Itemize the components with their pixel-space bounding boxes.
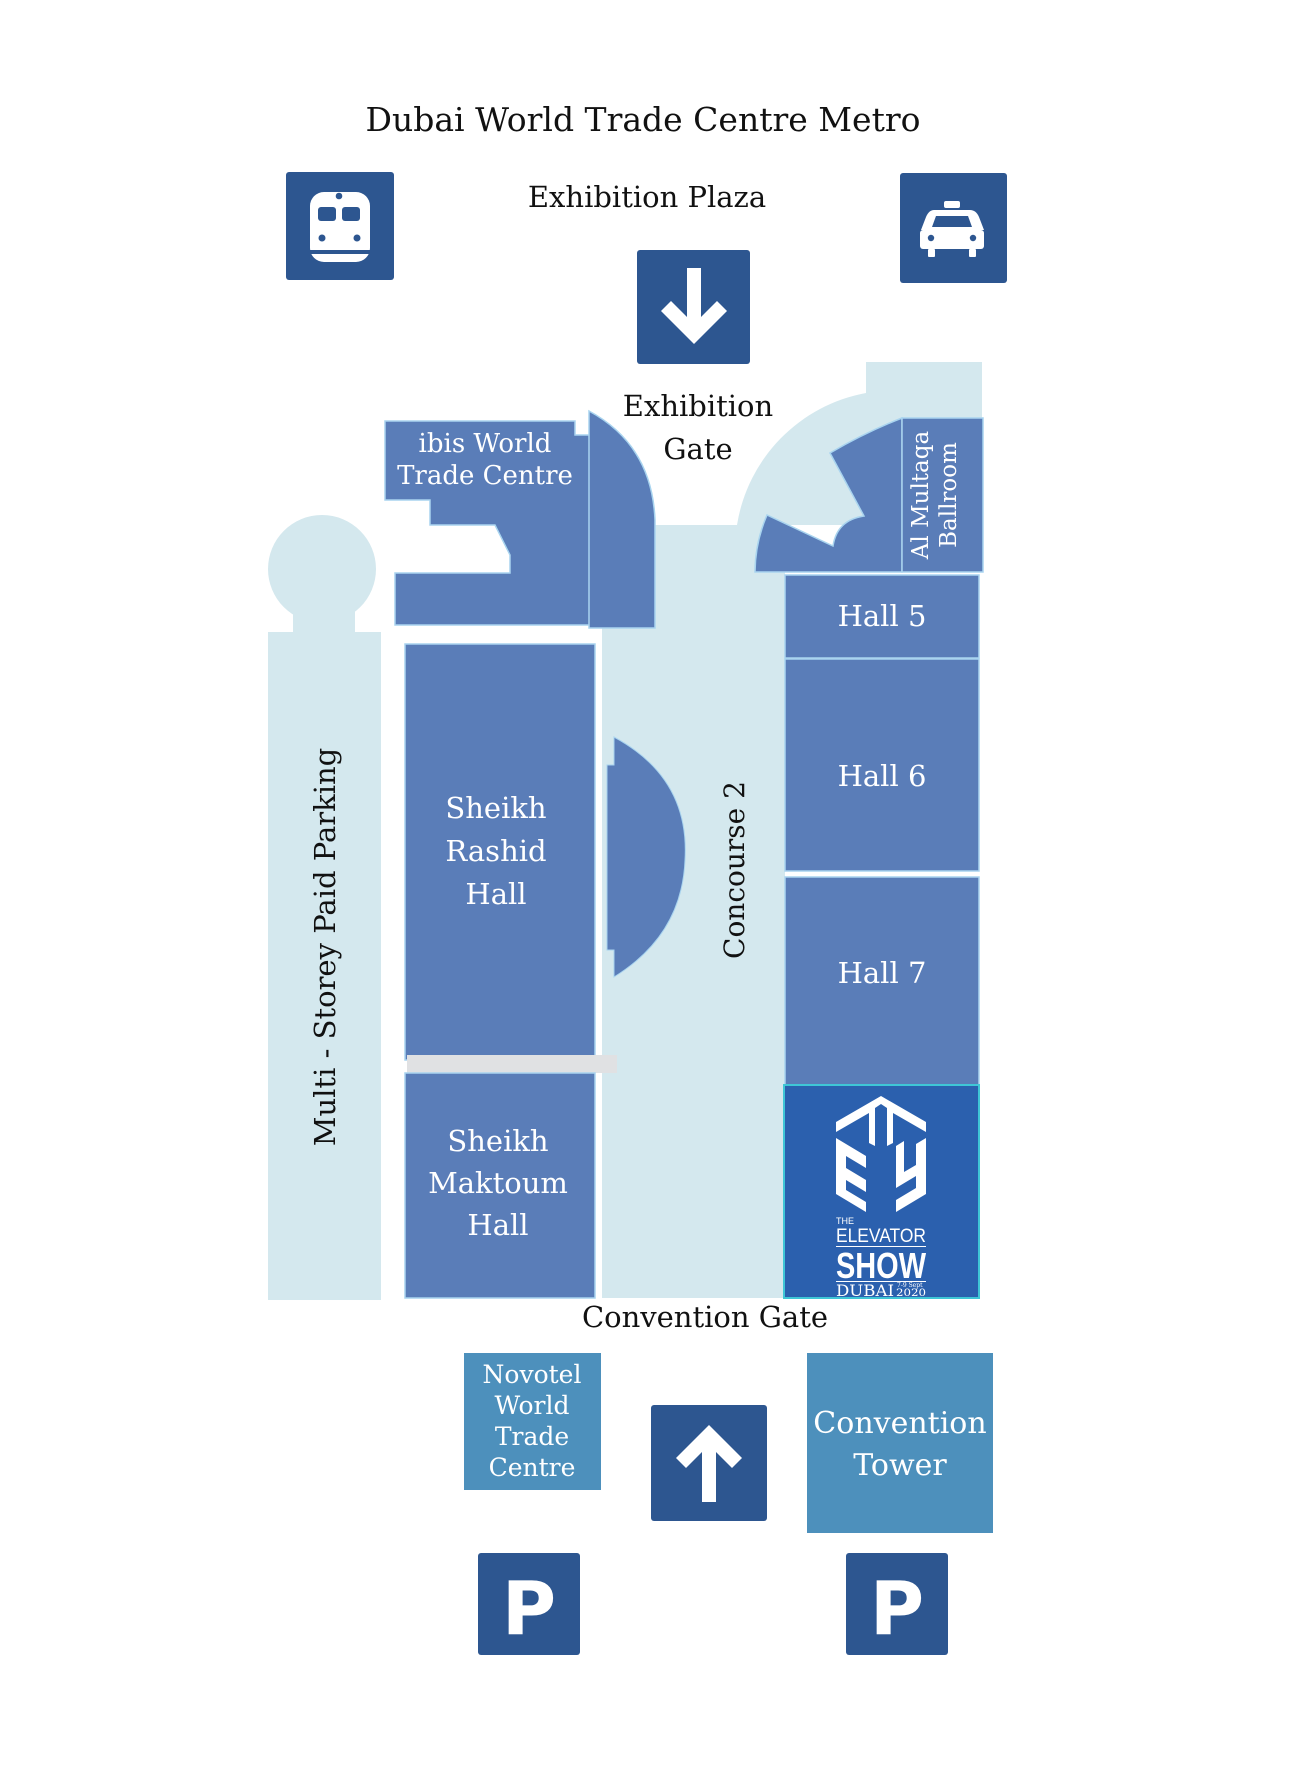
hall-7-label: Hall 7	[838, 956, 927, 990]
novotel-label-line1: Novotel	[483, 1360, 582, 1389]
hall-connector-bar	[407, 1055, 617, 1073]
hall-5-label: Hall 5	[838, 599, 927, 633]
sheikh-rashid-label-line2: Rashid	[445, 834, 546, 868]
concourse-pavilion	[606, 736, 686, 978]
parking-building-label: Multi - Storey Paid Parking	[308, 748, 342, 1146]
convention-tower[interactable]	[807, 1353, 993, 1533]
elevator-show-dubai: DUBAI	[836, 1281, 894, 1300]
parking-icon: P	[502, 1566, 556, 1652]
metro-icon-tile[interactable]	[286, 172, 394, 280]
al-multaqa-label-line1: Al Multaqa	[908, 431, 934, 561]
sheikh-rashid-hall[interactable]	[404, 643, 596, 1061]
convention-tower-label-line2: Tower	[853, 1448, 947, 1483]
elevator-show-bg	[783, 1084, 980, 1299]
ibis-label-line1: ibis World	[419, 429, 552, 459]
exhibition-gate-label-line2: Gate	[663, 432, 732, 466]
sheikh-maktoum-label-line3: Hall	[467, 1208, 528, 1242]
ibis-hotel[interactable]	[384, 409, 656, 629]
taxi-icon-tile[interactable]	[900, 173, 1007, 283]
al-multaqa-label-line2: Ballroom	[936, 442, 962, 548]
sheikh-maktoum-label-line1: Sheikh	[447, 1124, 548, 1158]
parking-left-bg	[478, 1553, 580, 1655]
exhibition-plaza-label: Exhibition Plaza	[528, 180, 766, 214]
map-title: Dubai World Trade Centre Metro	[366, 100, 921, 139]
hall-6[interactable]	[784, 658, 980, 872]
novotel-label-line3: Trade	[495, 1422, 569, 1451]
hall-7[interactable]	[784, 876, 980, 1086]
novotel-hotel[interactable]	[464, 1353, 601, 1490]
sheikh-rashid-label-line1: Sheikh	[445, 791, 546, 825]
logo-divider-top	[836, 1246, 926, 1247]
logo-divider-bottom	[836, 1281, 926, 1282]
hall-6-label: Hall 6	[838, 759, 927, 793]
sheikh-rashid-label-line3: Hall	[465, 877, 526, 911]
convention-tower-label-line1: Convention	[813, 1406, 986, 1441]
sheikh-maktoum-label-line2: Maktoum	[428, 1166, 568, 1200]
exhibition-entrance-arrow-tile[interactable]	[637, 250, 750, 364]
elevator-show-logo-icon	[836, 1096, 926, 1212]
al-multaqa-ballroom[interactable]	[754, 416, 984, 573]
taxi-icon	[920, 201, 984, 257]
elevator-show-dates: 7-9 Sept	[897, 1282, 923, 1289]
parking-left-tile[interactable]: P	[478, 1553, 580, 1655]
parking-right-bg	[846, 1553, 948, 1655]
ballroom-block	[901, 417, 984, 573]
convention-gate-label: Convention Gate	[582, 1300, 828, 1334]
arrow-down-icon	[661, 268, 727, 344]
sheikh-maktoum-hall[interactable]	[404, 1072, 596, 1299]
elevator-show-hall[interactable]: THE ELEVATOR SHOW DUBAI 7-9 Sept 2020	[783, 1084, 980, 1300]
arrow-up-icon	[676, 1425, 742, 1502]
elevator-show-year: 2020	[896, 1288, 926, 1299]
parking-right-tile[interactable]: P	[846, 1553, 948, 1655]
elevator-show-show: SHOW	[836, 1245, 926, 1286]
metro-train-icon	[310, 192, 370, 262]
ballroom-foyer	[754, 416, 903, 573]
concourse-2-label: Concourse 2	[718, 781, 751, 959]
novotel-label-line4: Centre	[489, 1453, 576, 1482]
ibis-annex	[588, 409, 656, 629]
parking-icon: P	[870, 1566, 924, 1652]
novotel-label-line2: World	[495, 1391, 570, 1420]
convention-entrance-arrow-tile[interactable]	[651, 1405, 767, 1521]
multi-storey-parking[interactable]	[268, 515, 381, 1300]
ibis-label-line2: Trade Centre	[397, 461, 573, 491]
exhibition-gate-label-line1: Exhibition	[623, 389, 773, 423]
elevator-show-the: THE	[836, 1216, 854, 1226]
hall-5[interactable]	[784, 574, 980, 659]
elevator-show-elevator: ELEVATOR	[836, 1226, 926, 1247]
